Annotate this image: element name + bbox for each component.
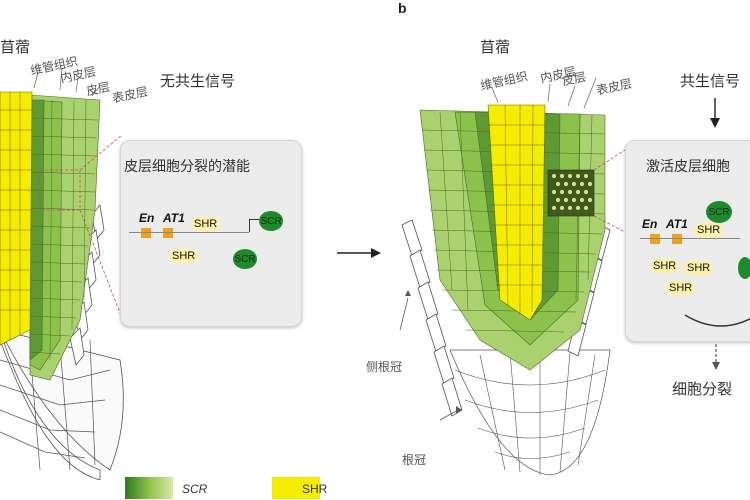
right-protein-shr-1: SHR: [694, 223, 724, 237]
right-promoter-block-2: [672, 234, 682, 244]
right-protein-scr-partial: [738, 257, 750, 279]
right-signal-text: 共生信号: [680, 72, 741, 90]
left-tss-arrow: [249, 219, 259, 220]
right-bracket: [684, 314, 750, 327]
right-protein-scr: SCR: [706, 201, 732, 223]
left-box-title: 皮层细胞分裂的潜能: [124, 159, 250, 175]
right-protein-shr-3: SHR: [684, 261, 714, 275]
right-label-lateral-root-cap: 侧根冠: [366, 360, 403, 374]
left-promoter-block-2: [163, 228, 173, 238]
right-protein-shr-4: SHR: [666, 281, 696, 295]
left-tss-line: [249, 219, 250, 232]
outcome-arrow: [712, 344, 720, 370]
right-outcome-text: 细胞分裂: [672, 380, 733, 398]
signal-arrow: [710, 98, 720, 128]
left-protein-shr-1: SHR: [191, 217, 221, 231]
right-section-title: 苜蓿: [480, 38, 511, 56]
right-protein-shr-2: SHR: [650, 259, 680, 273]
right-root-diagram: [399, 77, 626, 476]
right-promoter-block-1: [650, 234, 660, 244]
left-section-title: 苜蓿: [0, 38, 31, 56]
left-protein-scr-1: SCR: [259, 211, 283, 231]
left-signal-text: 无共生信号: [160, 72, 236, 90]
right-mechanism-box: 激活皮层细胞 En AT1 SCR SHR SHR SHR SHR: [625, 140, 750, 342]
left-promoter-block-1: [141, 228, 151, 238]
left-protein-shr-2: SHR: [169, 249, 199, 263]
left-root-diagram: [0, 67, 124, 480]
right-label-root-cap: 根冠: [402, 453, 427, 467]
legend-label-shr: SHR: [302, 482, 328, 496]
legend-swatch-shr: [272, 477, 320, 499]
left-gene-en: En: [139, 211, 155, 225]
legend-label-scr: SCR: [182, 482, 208, 496]
left-gene-at1: AT1: [163, 211, 185, 225]
left-dna-line: [129, 232, 249, 233]
transition-arrow: [337, 248, 381, 258]
right-gene-at1: AT1: [666, 217, 688, 231]
right-box-title: 激活皮层细胞: [646, 159, 730, 175]
panel-label: b: [398, 0, 407, 16]
legend-swatch-scr: [125, 477, 173, 499]
right-gene-en: En: [642, 217, 658, 231]
left-mechanism-box: 皮层细胞分裂的潜能 En AT1 SHR SHR SCR SCR: [120, 140, 302, 327]
right-dna-line: [640, 238, 740, 239]
left-protein-scr-2: SCR: [233, 249, 257, 269]
